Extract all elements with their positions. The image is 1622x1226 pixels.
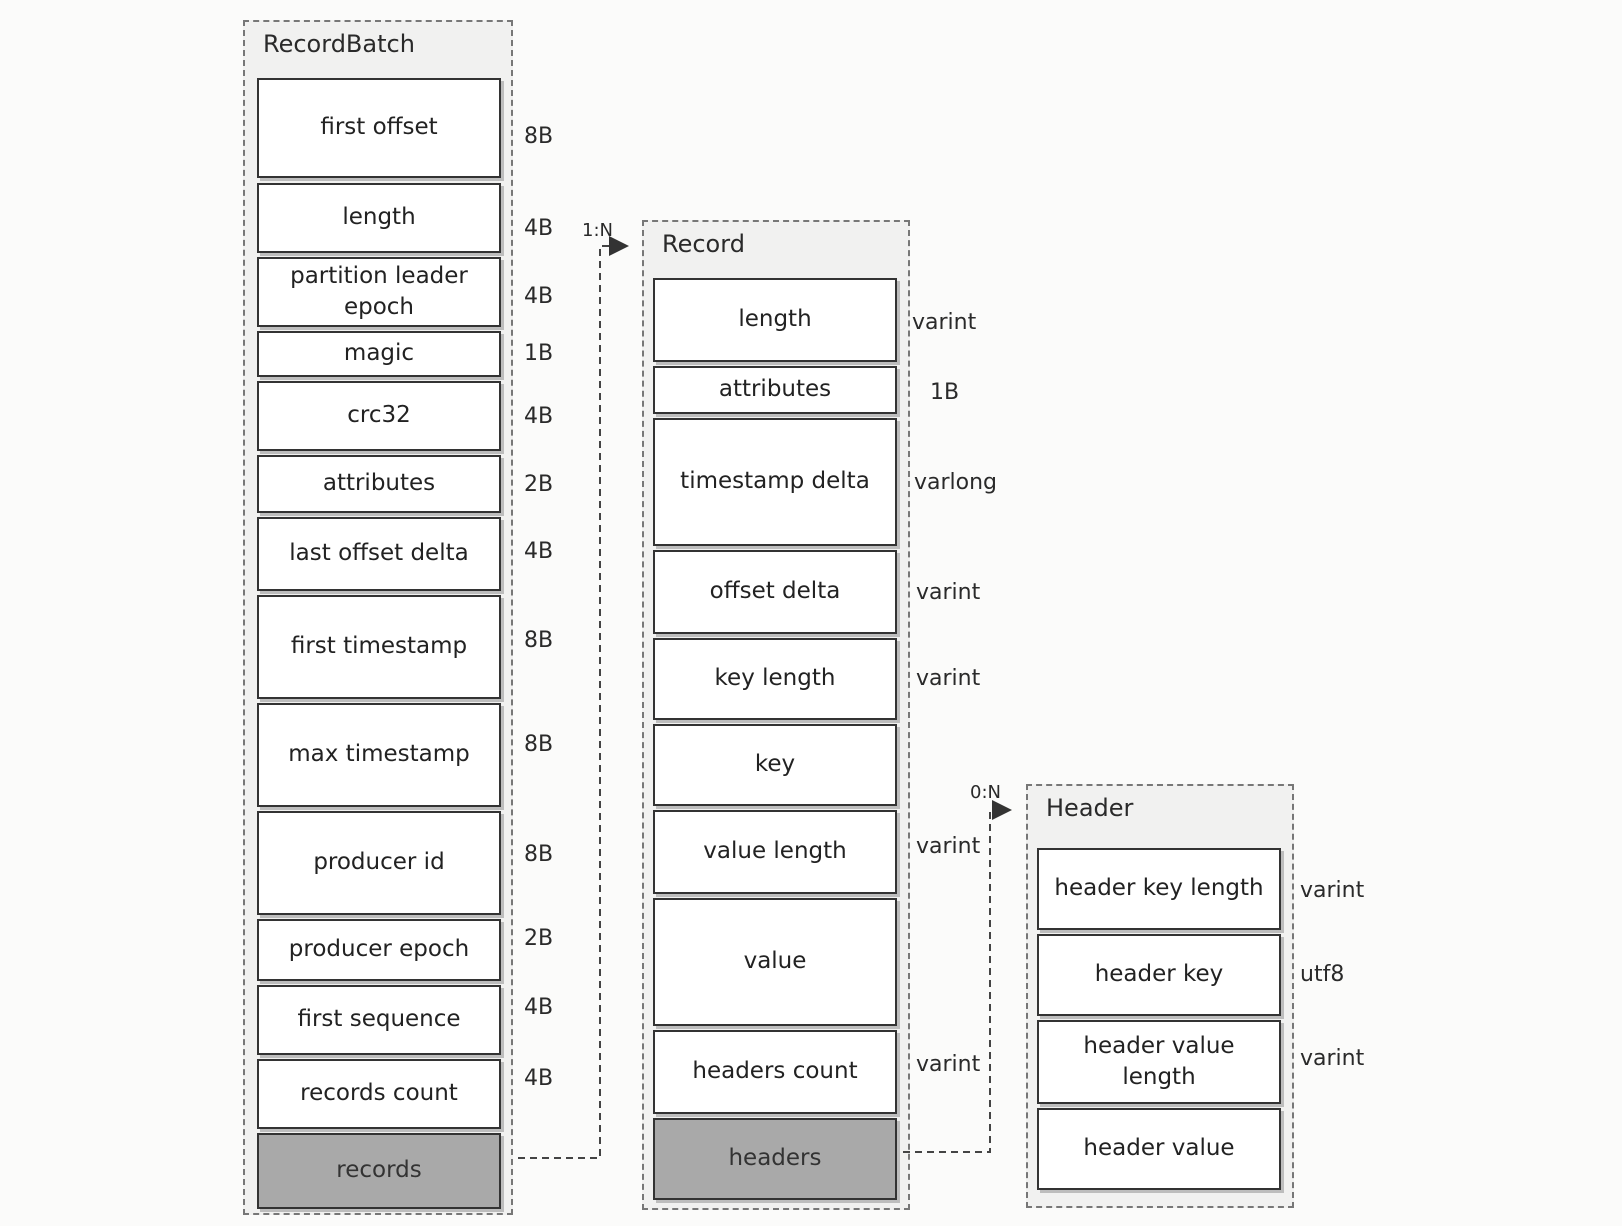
rb-size-max-timestamp: 8B (524, 732, 554, 757)
record-size-length: varint (912, 310, 977, 335)
header-size-value-length: varint (1300, 1046, 1365, 1071)
rb-size-length: 4B (524, 216, 554, 241)
relation-label-record-to-header: 0:N (970, 782, 1001, 803)
rb-size-last-offset-delta: 4B (524, 539, 554, 564)
rb-size-producer-id: 8B (524, 842, 554, 867)
header-field-value: header value (1037, 1108, 1281, 1190)
rb-field-last-offset-delta: last offset delta (257, 517, 501, 591)
rb-size-attributes: 2B (524, 472, 554, 497)
record-field-attributes: attributes (653, 366, 897, 414)
record-field-value: value (653, 898, 897, 1026)
record-size-key-length: varint (916, 666, 981, 691)
rb-field-first-sequence: first sequence (257, 985, 501, 1055)
record-field-offset-delta: offset delta (653, 550, 897, 634)
connector-records-to-record (518, 236, 629, 1159)
record-size-value-length: varint (916, 834, 981, 859)
rb-size-records-count: 4B (524, 1066, 554, 1091)
rb-field-first-offset: first offset (257, 78, 501, 178)
rb-size-first-timestamp: 8B (524, 628, 554, 653)
relation-label-batch-to-record: 1:N (582, 220, 613, 241)
rb-size-producer-epoch: 2B (524, 926, 554, 951)
rb-field-length: length (257, 183, 501, 253)
rb-size-magic: 1B (524, 341, 554, 366)
header-size-key-length: varint (1300, 878, 1365, 903)
rb-field-max-timestamp: max timestamp (257, 703, 501, 807)
rb-size-partition-leader-epoch: 4B (524, 284, 554, 309)
rb-size-first-sequence: 4B (524, 995, 554, 1020)
record-size-timestamp-delta: varlong (914, 470, 998, 495)
rb-field-producer-epoch: producer epoch (257, 919, 501, 981)
rb-size-first-offset: 8B (524, 124, 554, 149)
rb-field-magic: magic (257, 331, 501, 377)
header-field-key: header key (1037, 934, 1281, 1016)
record-size-offset-delta: varint (916, 580, 981, 605)
rb-field-records: records (257, 1133, 501, 1209)
record-title: Record (662, 230, 745, 258)
rb-field-first-timestamp: first timestamp (257, 595, 501, 699)
record-field-length: length (653, 278, 897, 362)
header-title: Header (1046, 794, 1134, 822)
record-field-headers-count: headers count (653, 1030, 897, 1114)
record-size-attributes: 1B (930, 380, 960, 405)
connector-headers-to-header (903, 800, 1012, 1153)
record-field-headers: headers (653, 1118, 897, 1200)
rb-size-crc32: 4B (524, 404, 554, 429)
rb-field-attributes: attributes (257, 455, 501, 513)
record-field-key: key (653, 724, 897, 806)
record-field-value-length: value length (653, 810, 897, 894)
rb-field-records-count: records count (257, 1059, 501, 1129)
record-size-headers-count: varint (916, 1052, 981, 1077)
record-field-timestamp-delta: timestamp delta (653, 418, 897, 546)
header-field-key-length: header key length (1037, 848, 1281, 930)
recordbatch-title: RecordBatch (263, 30, 415, 58)
rb-field-producer-id: producer id (257, 811, 501, 915)
header-size-key: utf8 (1300, 962, 1345, 987)
header-field-value-length: header value length (1037, 1020, 1281, 1104)
rb-field-partition-leader-epoch: partition leader epoch (257, 257, 501, 327)
record-field-key-length: key length (653, 638, 897, 720)
rb-field-crc32: crc32 (257, 381, 501, 451)
